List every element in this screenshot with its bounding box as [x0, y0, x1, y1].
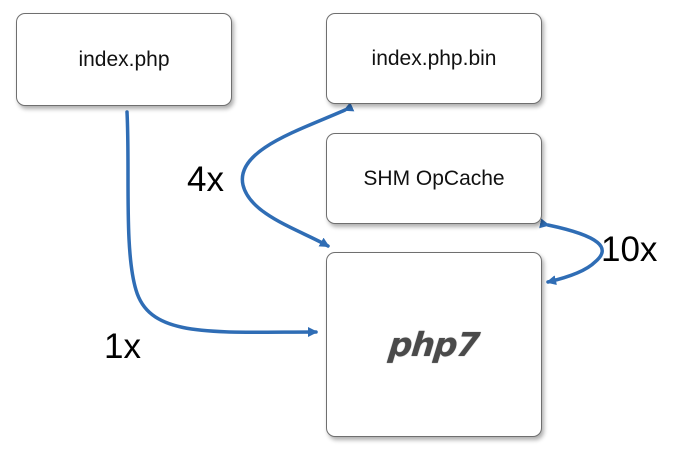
- php7-logo: php7: [387, 325, 481, 364]
- index-php-node: index.php: [16, 13, 232, 106]
- edge-label-1x: 1x: [104, 327, 141, 366]
- index-php-bin-label: index.php.bin: [371, 46, 497, 70]
- arrow-binary-engine: [240, 102, 355, 248]
- edge-label-10x: 10x: [601, 230, 658, 269]
- index-php-bin-node: index.php.bin: [326, 13, 542, 104]
- edge-label-4x: 4x: [187, 160, 224, 199]
- php7-node: php7: [326, 252, 542, 437]
- arrow-source-to-engine: [125, 110, 318, 338]
- arrow-cache-engine: [539, 218, 604, 286]
- index-php-label: index.php: [78, 47, 170, 71]
- shm-opcache-node: SHM OpCache: [326, 133, 542, 224]
- shm-opcache-label: SHM OpCache: [363, 166, 505, 190]
